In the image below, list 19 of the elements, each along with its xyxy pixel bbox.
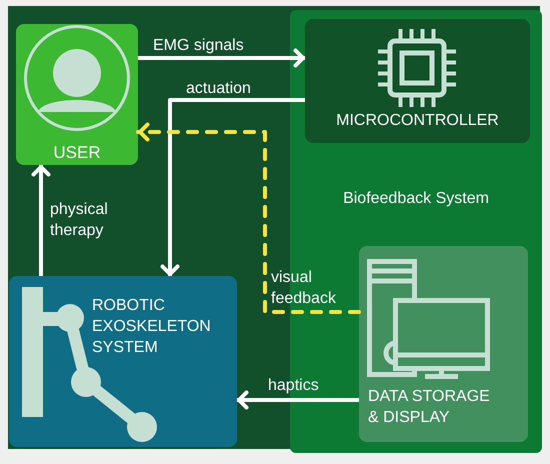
arrow [160,98,305,276]
edge-label: visual feedback [271,268,337,309]
edge-label: physical therapy [50,200,109,241]
arrow [138,48,305,68]
panel-heading: Biofeedback System [342,189,490,209]
dashed-arrow [136,122,361,314]
edge-label: actuation [186,79,251,99]
user-box [16,24,138,165]
microcontroller-box [305,19,530,143]
node-label: MICROCONTROLLER [335,111,500,131]
arrow [32,165,50,276]
arrow [237,390,359,410]
node-label: USER [52,142,102,163]
node-label: ROBOTIC EXOSKELETON SYSTEM [92,296,212,358]
data-box [359,246,528,442]
exoskeleton-box [9,276,237,447]
edge-label: haptics [268,376,319,396]
edge-label: EMG signals [153,36,244,56]
node-label: DATA STORAGE & DISPLAY [368,387,491,428]
